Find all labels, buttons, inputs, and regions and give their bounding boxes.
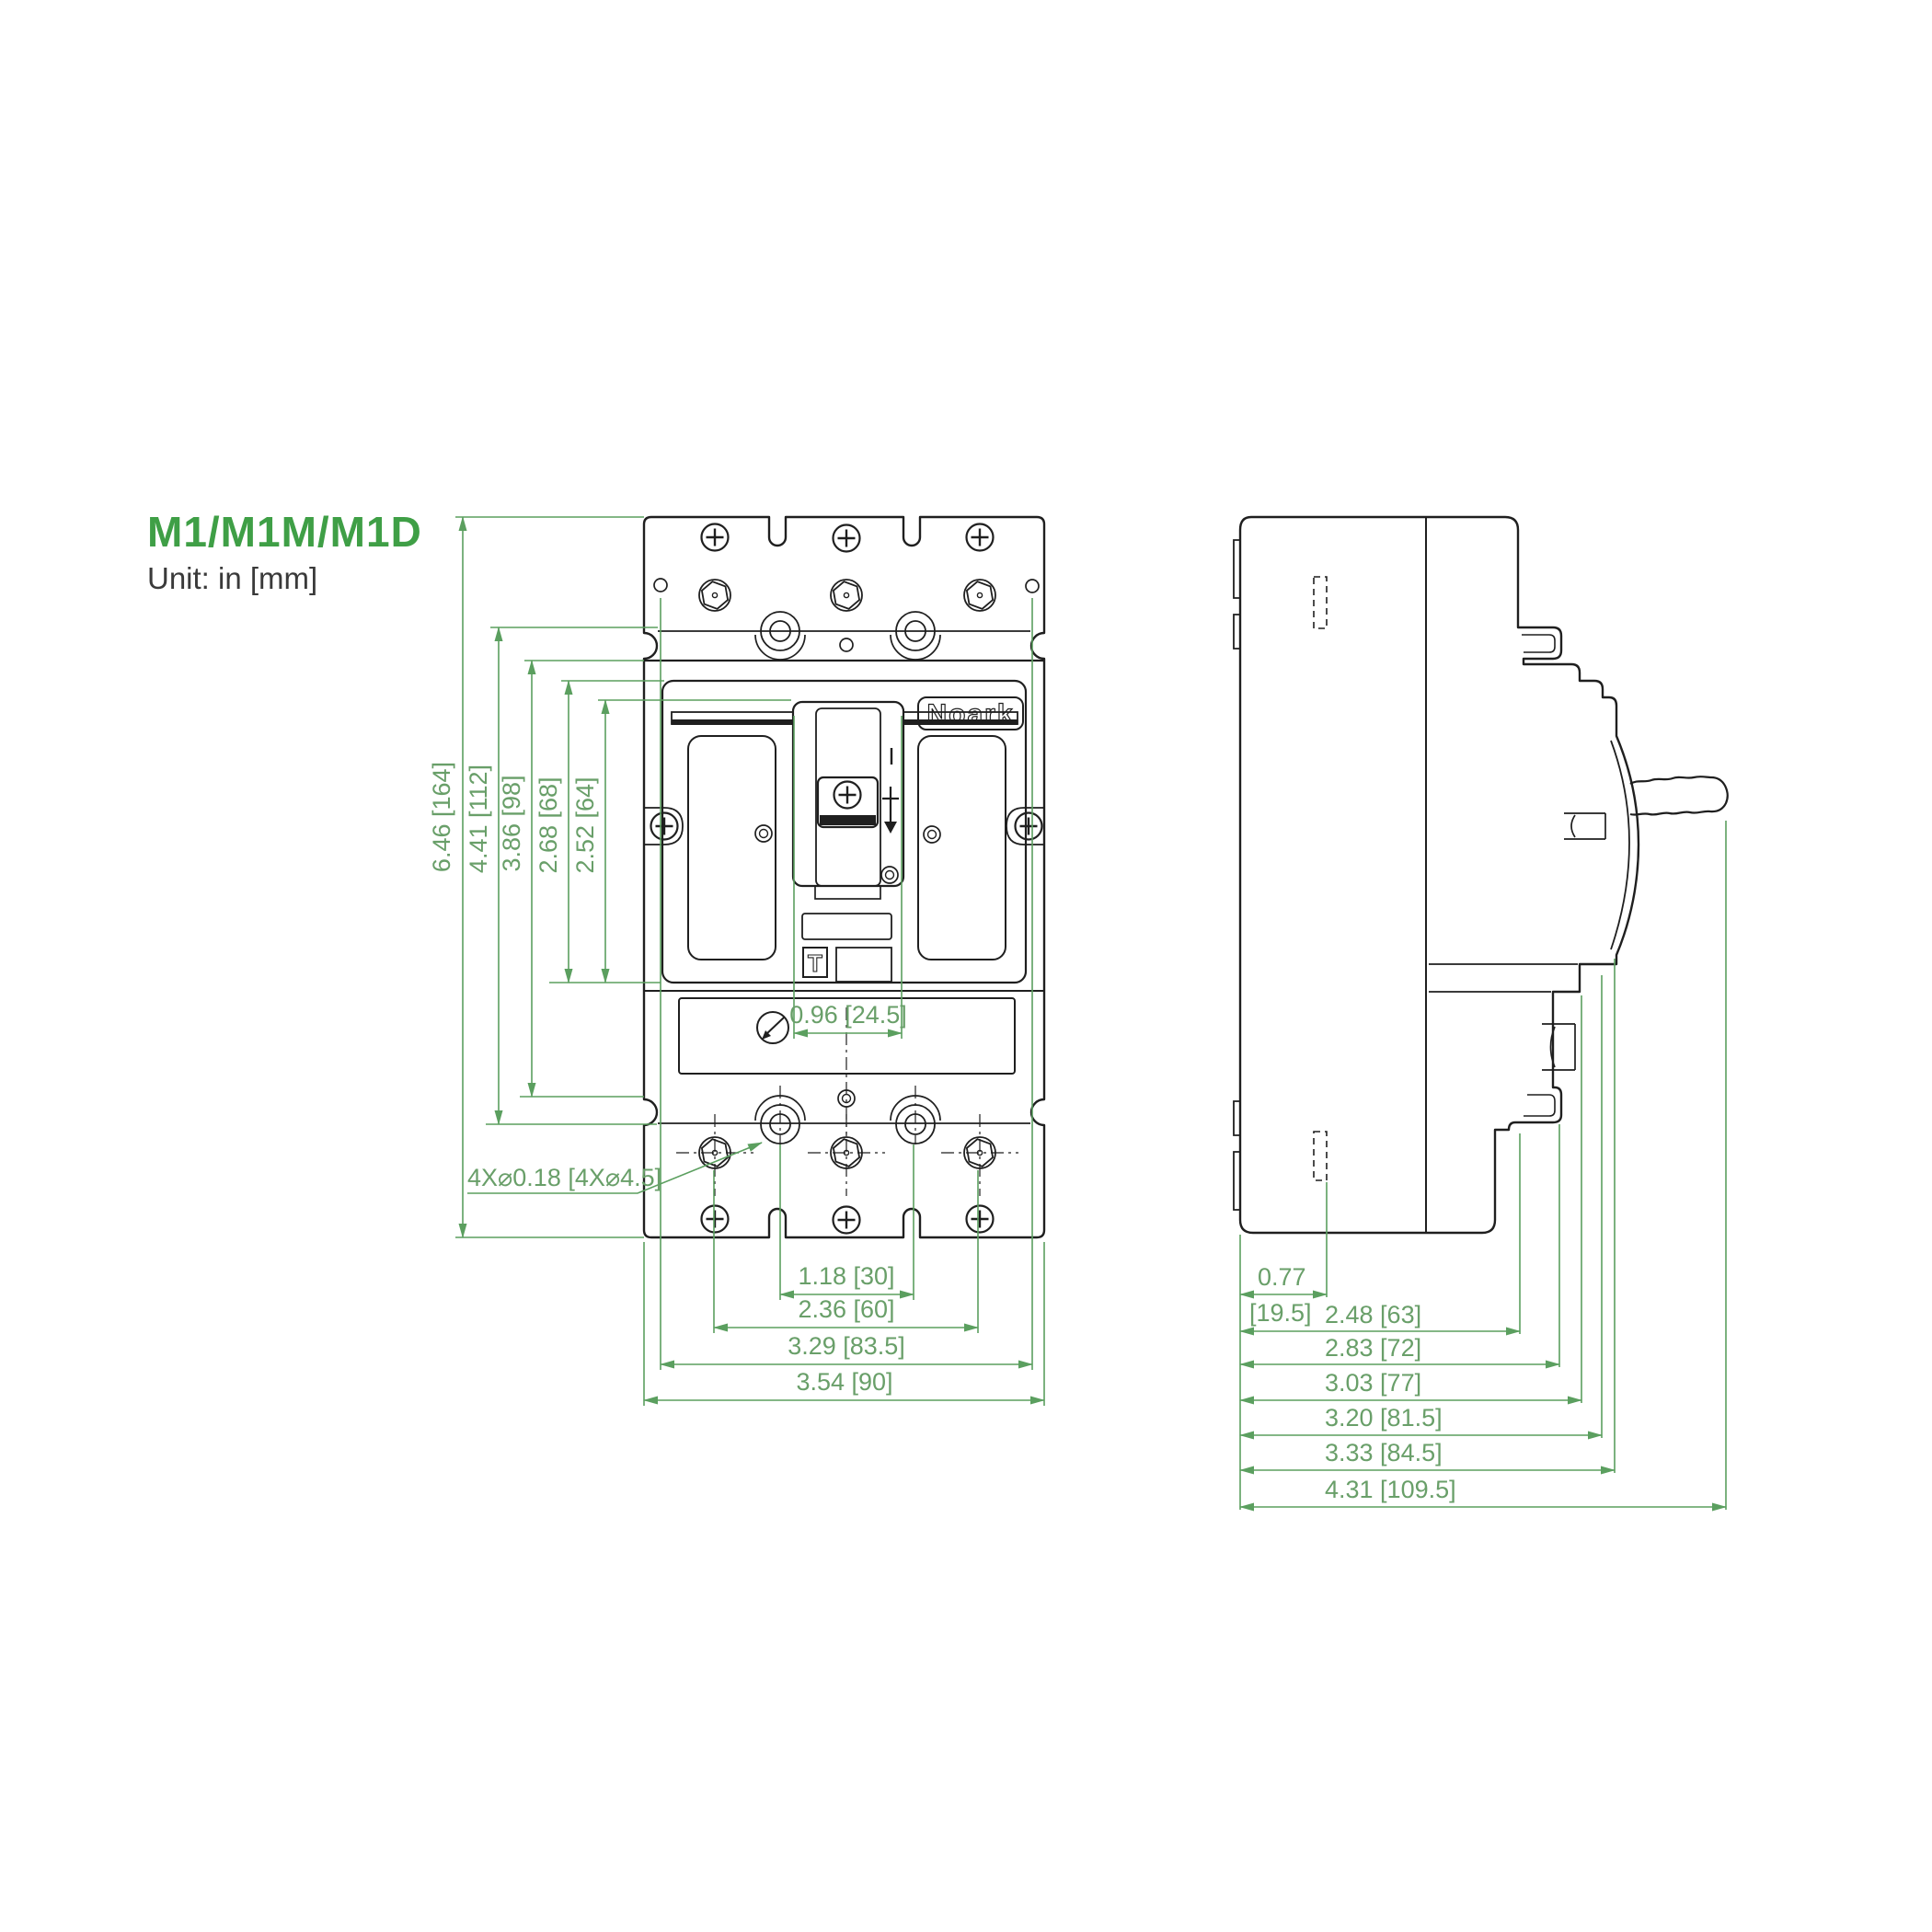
screw-top-left [700, 523, 730, 552]
dim-depth-5: 3.33 [84.5] [1325, 1439, 1443, 1466]
toggle-handle-front [816, 776, 880, 829]
terminal-bolt-top-2 [830, 579, 863, 612]
dim-depth-rail-mm: [19.5] [1249, 1299, 1312, 1327]
screw-bottom-right [965, 1204, 995, 1234]
screw-bottom-left [700, 1204, 730, 1234]
dim-height-escutcheon: 2.52 [64] [571, 776, 599, 873]
front-view-drawing: Noark I T [642, 515, 1046, 1239]
dim-depth-1: 2.48 [63] [1325, 1301, 1421, 1328]
on-position-mark: I [888, 742, 894, 770]
mounting-hole-callout: 4X⌀0.18 [4X⌀4.5] [467, 1164, 661, 1191]
accessory-window [835, 947, 892, 983]
toggle-handle-side [1629, 776, 1729, 816]
dim-handle-width: 0.96 [24.5] [789, 1001, 907, 1029]
side-view-drawing [1233, 515, 1729, 1235]
unit-label: Unit: in [mm] [147, 561, 317, 595]
screw-bottom-center [832, 1205, 861, 1235]
brand-logo-plate [917, 696, 1024, 730]
rating-label [801, 913, 892, 940]
mounting-hole-top-right [1025, 579, 1040, 593]
dim-height-panel: 2.68 [68] [535, 776, 562, 873]
dim-outer-poles: 2.36 [60] [798, 1295, 894, 1323]
dim-depth-2: 2.83 [72] [1325, 1334, 1421, 1362]
terminal-bolt-top-3 [963, 579, 996, 612]
page-title: M1/M1M/M1D [147, 508, 422, 556]
dim-depth-4: 3.20 [81.5] [1325, 1404, 1443, 1432]
screw-top-center [832, 523, 861, 553]
side-view-dimensions: 0.77 [19.5] 2.48 [63] 2.83 [72] 3.03 [77… [1239, 821, 1727, 1512]
nameplate-strip [678, 997, 1016, 1075]
cover-screw-left [650, 811, 679, 841]
front-cover-panel [661, 679, 1028, 984]
dim-height-overall: 6.46 [164] [428, 762, 455, 872]
front-view-dimensions: 6.46 [164] 4.41 [112] 3.86 [98] 2.68 [68… [428, 516, 1045, 1406]
dim-depth-3: 3.03 [77] [1325, 1369, 1421, 1397]
accessory-slot-bottom [1313, 1131, 1328, 1181]
breaker-front-outline [642, 515, 1046, 1239]
mounting-hole-top-left [653, 578, 668, 592]
adjustment-dial [756, 1011, 789, 1044]
screw-top-right [965, 523, 995, 552]
accessory-slot-top [1313, 576, 1328, 629]
dim-depth-rail: 0.77 [1258, 1263, 1306, 1291]
dim-height-mounting: 4.41 [112] [465, 765, 492, 873]
dim-depth-overall: 4.31 [109.5] [1325, 1476, 1456, 1503]
arc-chute-window-left [687, 735, 776, 960]
brand-logo-text: Noark [926, 699, 1014, 730]
trip-direction-arrow [884, 822, 897, 834]
cover-screw-right [1014, 811, 1043, 841]
dim-mounting-width: 3.29 [83.5] [788, 1332, 905, 1360]
terminal-bolt-top-1 [698, 579, 731, 612]
dim-overall-width: 3.54 [90] [796, 1368, 892, 1396]
breaker-side-outline [1238, 515, 1640, 1235]
test-button [802, 947, 828, 978]
dim-pole-pitch: 1.18 [30] [798, 1262, 894, 1290]
dim-height-cover: 3.86 [98] [498, 775, 525, 871]
arc-chute-window-right [917, 735, 1006, 960]
test-button-mark: T [808, 949, 822, 977]
